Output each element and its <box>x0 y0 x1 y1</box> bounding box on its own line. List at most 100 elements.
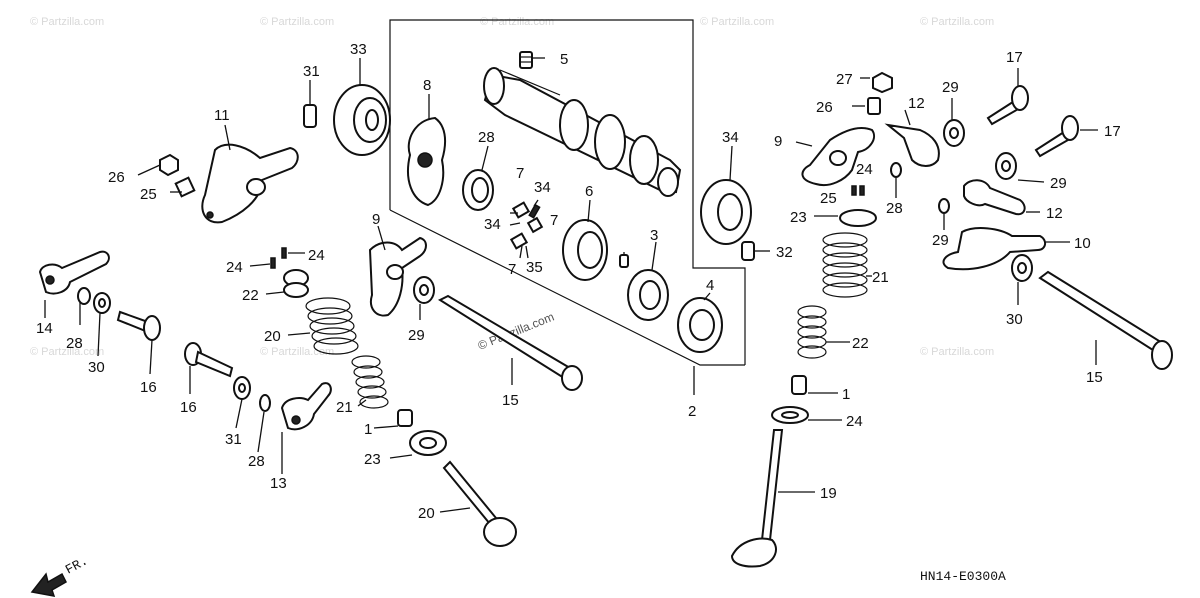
valve-18 <box>730 429 784 568</box>
valve-spring-inner-21 <box>797 305 827 359</box>
diagram-code: HN14-E0300A <box>920 569 1006 584</box>
watermark: © Partzilla.com <box>700 16 774 28</box>
callout-7: 7 <box>516 165 524 182</box>
washer-28 <box>890 162 902 178</box>
rocker-arm-13 <box>280 382 332 431</box>
pin-24 <box>270 257 276 269</box>
callout-24: 24 <box>308 247 325 264</box>
washer-30 <box>93 292 111 314</box>
watermark-layer: © Partzilla.com © Partzilla.com © Partzi… <box>30 16 994 358</box>
callout-12: 12 <box>1046 205 1063 222</box>
callout-25: 25 <box>140 186 157 203</box>
washer-29 <box>413 276 435 304</box>
watermark: © Partzilla.com <box>920 16 994 28</box>
decomp-spring-7 <box>509 232 529 250</box>
callout-13: 13 <box>270 475 287 492</box>
callout-labels: 31 33 8 5 28 7 34 34 7 7 35 6 3 4 34 32 … <box>36 41 1121 522</box>
callout-22: 22 <box>242 287 259 304</box>
decompressor-6 <box>562 219 608 281</box>
callout-2: 2 <box>688 403 696 420</box>
valve-spring-outer-20 <box>822 232 868 298</box>
rocker-arm-12 <box>963 179 1026 216</box>
callout-17: 17 <box>1006 49 1023 66</box>
callout-28: 28 <box>66 335 83 352</box>
rocker-shaft-15 <box>437 294 583 391</box>
dowel-pin-31 <box>303 104 317 128</box>
washer-28 <box>259 394 271 412</box>
callout-15: 15 <box>502 392 519 409</box>
callout-32: 33 <box>350 41 367 58</box>
rocker-arm-11 <box>201 143 299 224</box>
callout-4: 4 <box>706 277 714 294</box>
callout-7: 7 <box>550 212 558 229</box>
callout-3: 3 <box>650 227 658 244</box>
bearing-32 <box>333 84 391 156</box>
camshaft-group-bracket <box>389 19 746 366</box>
cap-4 <box>677 297 723 353</box>
washer-28 <box>77 287 91 305</box>
callout-19: 20 <box>418 505 435 522</box>
callout-26: 27 <box>836 71 853 88</box>
adjusting-screw-25 <box>867 97 881 115</box>
callout-5: 5 <box>560 51 568 68</box>
callout-22: 23 <box>790 209 807 226</box>
watermark: © Partzilla.com <box>260 16 334 28</box>
valve-19 <box>442 460 517 547</box>
callout-16: 16 <box>140 379 157 396</box>
callout-27: 28 <box>478 129 495 146</box>
callout-17: 17 <box>1104 123 1121 140</box>
rocker-shaft-17 <box>1034 115 1079 158</box>
callout-29: 29 <box>408 327 425 344</box>
callout-20: 21 <box>872 269 889 286</box>
callout-34: 35 <box>526 259 543 276</box>
callout-14: 14 <box>36 320 53 337</box>
callout-34: 34 <box>534 179 551 196</box>
decomp-spring-7 <box>526 216 544 234</box>
rocker-arm-10 <box>942 227 1046 271</box>
pin-24 <box>851 185 857 196</box>
rocker-shaft-17 <box>986 85 1029 126</box>
callout-10: 10 <box>1074 235 1091 252</box>
stem-seal-1 <box>397 409 413 427</box>
callout-28: 29 <box>932 232 949 249</box>
washer-29 <box>1011 254 1033 282</box>
camshaft <box>483 67 682 197</box>
callout-30: 31 <box>225 431 242 448</box>
valve-spring-outer-20 <box>305 297 359 355</box>
pin-24 <box>281 247 287 259</box>
callout-23: 23 <box>364 451 381 468</box>
callout-23: 24 <box>846 413 863 430</box>
washer-30 <box>233 376 251 400</box>
callout-31: 32 <box>776 244 793 261</box>
callout-1: 1 <box>364 421 372 438</box>
leader-lines <box>44 57 1098 513</box>
adjusting-screw-25 <box>174 176 196 198</box>
spring-seat-23 <box>771 406 809 424</box>
front-direction-label: FR. <box>63 553 91 577</box>
pin-35 <box>619 254 629 268</box>
washer-28 <box>938 198 950 214</box>
rocker-shaft-15 <box>1038 270 1173 370</box>
callout-6: 6 <box>585 183 593 200</box>
callout-11: 11 <box>214 107 230 124</box>
oil-seal-3 <box>627 269 669 321</box>
spring-retainer-22 <box>283 269 309 298</box>
callout-29: 30 <box>1006 311 1023 328</box>
callout-24: 25 <box>820 190 837 207</box>
decomp-pin-34 <box>528 203 541 219</box>
callout-9: 9 <box>372 211 380 228</box>
spring-seat-23 <box>409 430 447 456</box>
callout-31: 31 <box>303 63 320 80</box>
washer-29 <box>943 119 965 147</box>
decomp-spring-7 <box>511 201 531 219</box>
lock-nut-26 <box>872 71 893 94</box>
callout-20: 20 <box>264 328 281 345</box>
callout-29: 29 <box>942 79 959 96</box>
callout-7: 7 <box>508 261 516 278</box>
stem-seal-1 <box>791 375 807 395</box>
callout-9: 9 <box>774 133 782 150</box>
watermark: © Partzilla.com <box>920 346 994 358</box>
lock-nut-26 <box>159 153 179 177</box>
callout-28: 28 <box>248 453 265 470</box>
rocker-arm-9 <box>801 127 876 186</box>
